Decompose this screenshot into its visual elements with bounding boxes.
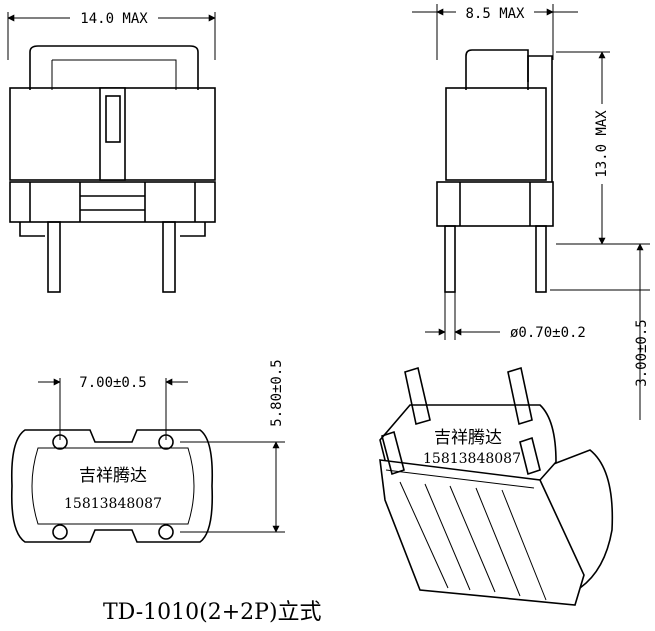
pin-diameter-label: ø0.70±0.2 (510, 325, 586, 341)
side-view: 8.5 MAX 13.0 MAX 3.00±0.5 (412, 4, 650, 420)
isometric-view: 吉祥腾达 15813848087 (379, 366, 614, 606)
pin-length-dimension: 3.00±0.5 (550, 243, 650, 420)
side-height-label: 13.0 MAX (594, 110, 610, 178)
pin-pitch-x-label: 7.00±0.5 (79, 375, 146, 391)
pin-diameter-dimension: ø0.70±0.2 (425, 292, 586, 341)
front-view: 14.0 MAX (7, 8, 216, 293)
pin-length-label: 3.00±0.5 (634, 319, 650, 386)
pin-pitch-y-dimension: 5.80±0.5 (180, 359, 285, 533)
bottom-phone-label: 15813848087 (64, 496, 162, 512)
front-width-label: 14.0 MAX (80, 11, 148, 27)
iso-phone-label: 15813848087 (423, 451, 521, 467)
iso-company-label: 吉祥腾达 (434, 428, 502, 448)
side-width-dimension: 8.5 MAX (412, 4, 578, 60)
drawing-caption: TD-1010(2+2P)立式 (103, 600, 322, 625)
pin-pitch-y-label: 5.80±0.5 (269, 359, 285, 426)
front-width-dimension: 14.0 MAX (7, 8, 216, 60)
side-height-dimension: 13.0 MAX (556, 51, 650, 245)
bottom-view: 7.00±0.5 5.80±0.5 吉祥腾达 15813848087 (10, 359, 285, 543)
bottom-company-label: 吉祥腾达 (79, 466, 147, 486)
side-width-label: 8.5 MAX (465, 6, 525, 22)
